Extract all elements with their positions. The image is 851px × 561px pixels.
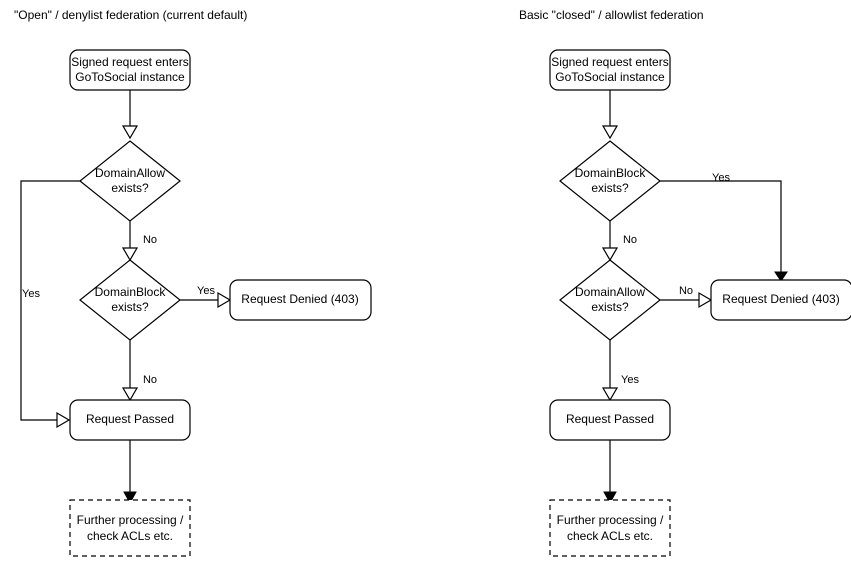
node-further-processing-line2: check ACLs etc. <box>87 529 173 543</box>
panel-closed-allowlist: Basic "closed" / allowlist federation Si… <box>519 8 851 557</box>
node-domain-block[interactable]: DomainBlock exists? <box>79 259 181 341</box>
edge-domain-block-no-to-passed: No <box>121 340 157 402</box>
edge-passed-right-to-further <box>603 440 617 505</box>
node-entry[interactable]: Signed request enters GoToSocial instanc… <box>69 49 191 91</box>
node-domain-allow-line1: DomainAllow <box>95 166 165 180</box>
node-denied-right-label: Request Denied (403) <box>722 292 839 306</box>
node-entry-line1: Signed request enters <box>71 55 188 69</box>
panel-title-open-denylist: "Open" / denylist federation (current de… <box>14 8 247 22</box>
node-denied-right-shape[interactable] <box>710 279 851 321</box>
node-entry-right[interactable]: Signed request enters GoToSocial instanc… <box>549 49 671 91</box>
node-entry-right-line1: Signed request enters <box>551 55 668 69</box>
node-denied-right[interactable]: Request Denied (403) <box>710 279 851 321</box>
node-domain-block-right-line1: DomainBlock <box>575 166 647 180</box>
node-further-processing-right-line1: Further processing / <box>557 513 664 527</box>
panel-title-closed-allowlist: Basic "closed" / allowlist federation <box>519 8 704 22</box>
edge-entry-to-domain-block-right <box>601 90 619 140</box>
node-domain-block-line2: exists? <box>111 300 149 314</box>
node-passed-label: Request Passed <box>86 412 174 426</box>
edge-domain-allow-right-yes-to-passed: Yes <box>601 340 639 402</box>
node-entry-right-line2: GoToSocial instance <box>555 70 665 84</box>
node-domain-allow[interactable]: DomainAllow exists? <box>79 140 181 222</box>
edge-domain-allow-right-no-to-denied: No <box>660 285 713 309</box>
edge-label-domain-block-right-yes: Yes <box>712 172 730 184</box>
edge-label-domain-allow-right-no: No <box>679 285 693 297</box>
edge-label-domain-allow-no: No <box>143 234 157 246</box>
node-denied[interactable]: Request Denied (403) <box>229 279 372 321</box>
node-further-processing-right-line2: check ACLs etc. <box>567 529 653 543</box>
edge-label-domain-block-yes: Yes <box>197 285 215 297</box>
edge-passed-to-further <box>123 440 137 505</box>
node-domain-block-right[interactable]: DomainBlock exists? <box>559 140 661 222</box>
edge-domain-allow-no-to-domain-block: No <box>121 221 157 262</box>
edge-entry-to-domain-allow <box>121 90 139 140</box>
node-further-processing-right[interactable]: Further processing / check ACLs etc. <box>549 499 671 557</box>
edge-label-domain-block-right-no: No <box>623 234 637 246</box>
edge-label-domain-allow-yes: Yes <box>22 288 40 300</box>
node-domain-block-line1: DomainBlock <box>95 285 167 299</box>
node-domain-allow-right[interactable]: DomainAllow exists? <box>559 259 661 341</box>
node-passed[interactable]: Request Passed <box>69 399 191 441</box>
edge-domain-block-right-yes-to-denied: Yes <box>660 172 788 282</box>
edge-domain-allow-yes-to-passed: Yes <box>20 180 80 429</box>
edge-label-domain-block-no: No <box>143 374 157 386</box>
node-further-processing[interactable]: Further processing / check ACLs etc. <box>69 499 191 557</box>
edge-domain-block-yes-to-denied: Yes <box>180 285 232 309</box>
node-domain-allow-line2: exists? <box>111 181 149 195</box>
node-denied-shape[interactable] <box>229 279 372 321</box>
edge-domain-block-right-no-to-domain-allow: No <box>601 221 637 262</box>
node-domain-allow-right-line1: DomainAllow <box>575 285 645 299</box>
node-domain-block-right-line2: exists? <box>591 181 629 195</box>
node-passed-right[interactable]: Request Passed <box>549 399 671 441</box>
edge-label-domain-allow-right-yes: Yes <box>621 374 639 386</box>
node-further-processing-line1: Further processing / <box>77 513 184 527</box>
node-domain-allow-right-line2: exists? <box>591 300 629 314</box>
panel-open-denylist: "Open" / denylist federation (current de… <box>14 8 372 557</box>
node-passed-right-label: Request Passed <box>566 412 654 426</box>
node-denied-label: Request Denied (403) <box>241 292 358 306</box>
node-further-processing-shape[interactable] <box>69 499 191 557</box>
node-entry-line2: GoToSocial instance <box>75 70 185 84</box>
node-further-processing-right-shape[interactable] <box>549 499 671 557</box>
